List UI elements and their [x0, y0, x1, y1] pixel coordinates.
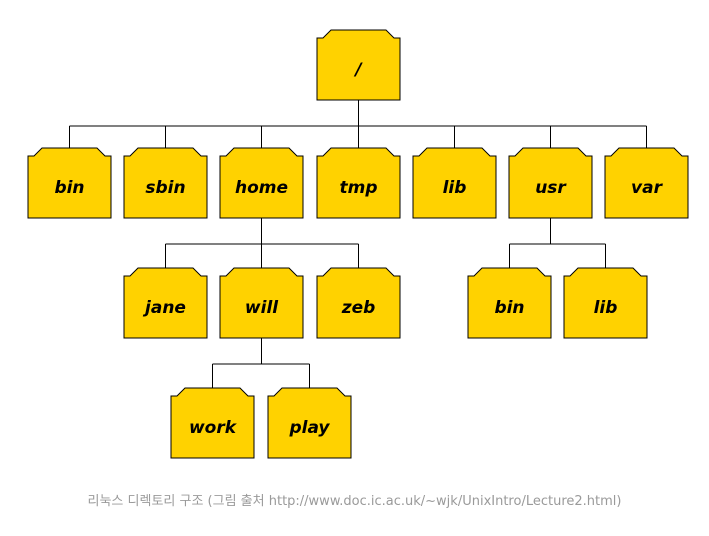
folder-work: work — [170, 387, 255, 459]
folder-icon — [219, 267, 304, 339]
folder-label: play — [288, 418, 330, 438]
folder-label: will — [245, 298, 279, 318]
figure-caption: 리눅스 디렉토리 구조 (그림 출처 http://www.doc.ic.ac.… — [87, 494, 622, 509]
folder-icon — [267, 387, 352, 459]
folder-icon — [604, 147, 689, 219]
folder-label: home — [235, 178, 288, 198]
folder-icon — [316, 147, 401, 219]
folder-icon — [170, 387, 255, 459]
folder-bin: bin — [27, 147, 112, 219]
folder-usr-bin: bin — [467, 267, 552, 339]
folder-label: bin — [494, 298, 524, 318]
folder-label: tmp — [339, 178, 377, 198]
folder-icon — [219, 147, 304, 219]
folder-label: jane — [142, 298, 186, 318]
folder-icon — [563, 267, 648, 339]
folder-home: home — [219, 147, 304, 219]
folder-icon — [316, 29, 401, 101]
folder-label: var — [631, 178, 664, 198]
folder-icon — [27, 147, 112, 219]
tree-nodes: / bin sbin home tmp lib usr var jane will zeb bin li… — [27, 29, 689, 459]
folder-label: bin — [54, 178, 84, 198]
folder-jane: jane — [123, 267, 208, 339]
folder-label: lib — [594, 298, 618, 318]
folder-icon — [123, 267, 208, 339]
folder-zeb: zeb — [316, 267, 401, 339]
folder-icon — [467, 267, 552, 339]
folder-tmp: tmp — [316, 147, 401, 219]
tree-edges — [69, 100, 647, 396]
folder-play: play — [267, 387, 352, 459]
folder-icon — [123, 147, 208, 219]
folder-root: / — [316, 29, 401, 101]
folder-will: will — [219, 267, 304, 339]
folder-label: sbin — [145, 178, 185, 198]
folder-label: zeb — [341, 298, 376, 318]
folder-label: lib — [443, 178, 467, 198]
folder-sbin: sbin — [123, 147, 208, 219]
folder-lib: lib — [412, 147, 497, 219]
folder-label: usr — [535, 178, 567, 198]
folder-var: var — [604, 147, 689, 219]
folder-icon — [412, 147, 497, 219]
folder-label: work — [189, 418, 238, 438]
folder-usr: usr — [508, 147, 593, 219]
folder-icon — [508, 147, 593, 219]
folder-icon — [316, 267, 401, 339]
folder-label: / — [353, 60, 363, 80]
folder-usr-lib: lib — [563, 267, 648, 339]
